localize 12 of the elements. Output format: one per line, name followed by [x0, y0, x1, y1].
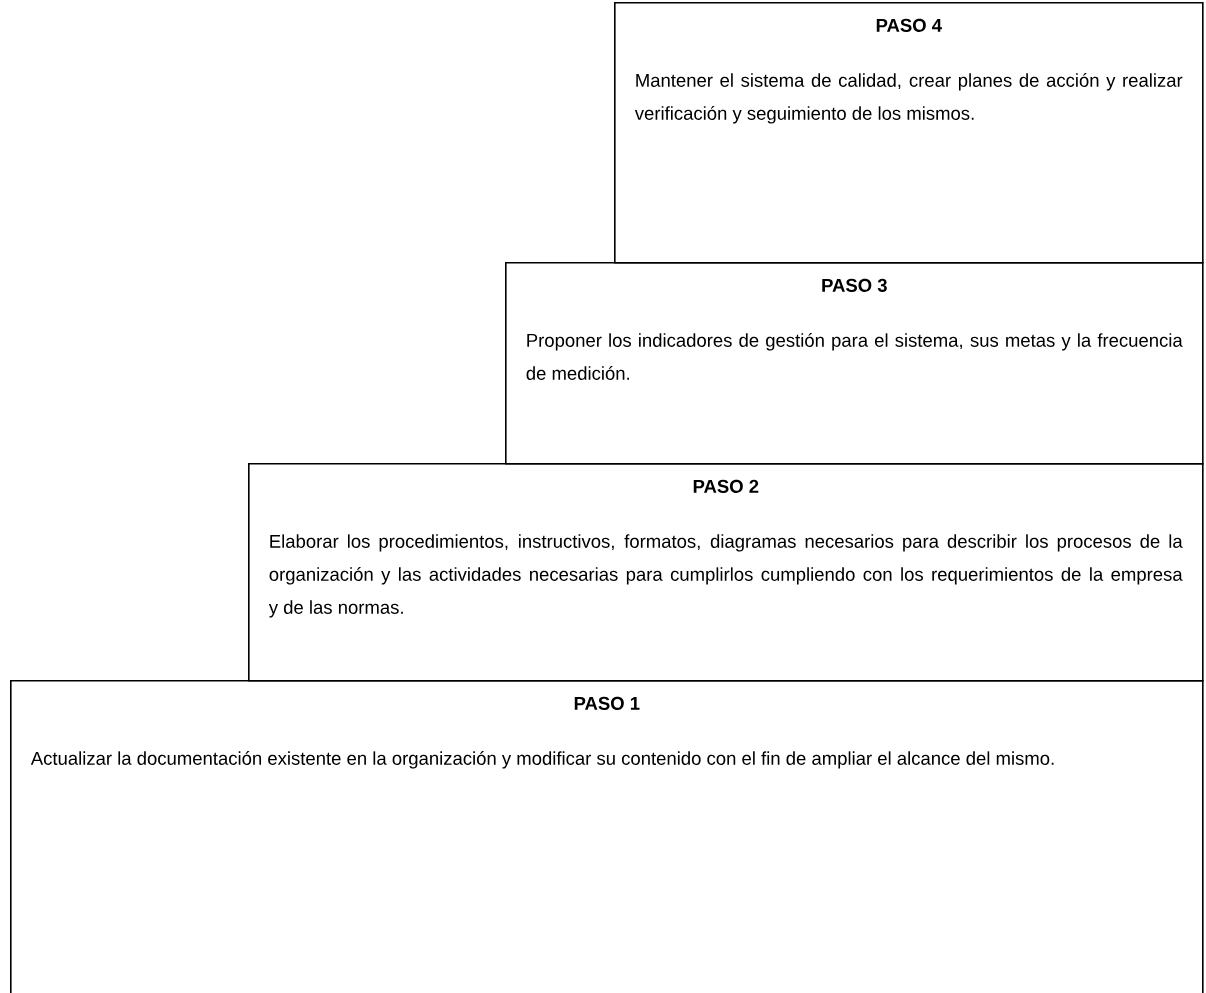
step-box [614, 2, 1204, 264]
step-box [10, 680, 1204, 993]
step-description: Mantener el sistema de calidad, crear planes de acción y realizar verificación y seguimiento de los mismos. [634, 73, 1183, 124]
step-box [248, 463, 1204, 682]
step-description: Elaborar los procedimientos, instructivos, formatos, diagramas necesarios para describir los procesos de la organización y las actividades necesarias para cumplirlos cumpliendo con los requerimientos de la empresa y de las normas. [268, 534, 1183, 618]
step-description: Actualizar la documentación existente en la organización y modificar su contenido con el fin de ampliar el alcance del mismo. [30, 751, 1054, 769]
step-box [505, 262, 1204, 465]
step-heading: PASO 3 [822, 278, 887, 292]
step-heading: PASO 2 [693, 479, 759, 493]
step-description: Proponer los indicadores de gestión para el sistema, sus metas y la frecuencia de medición. [526, 333, 1183, 380]
step-heading: PASO 4 [876, 18, 942, 32]
step-heading: PASO 1 [574, 696, 640, 710]
